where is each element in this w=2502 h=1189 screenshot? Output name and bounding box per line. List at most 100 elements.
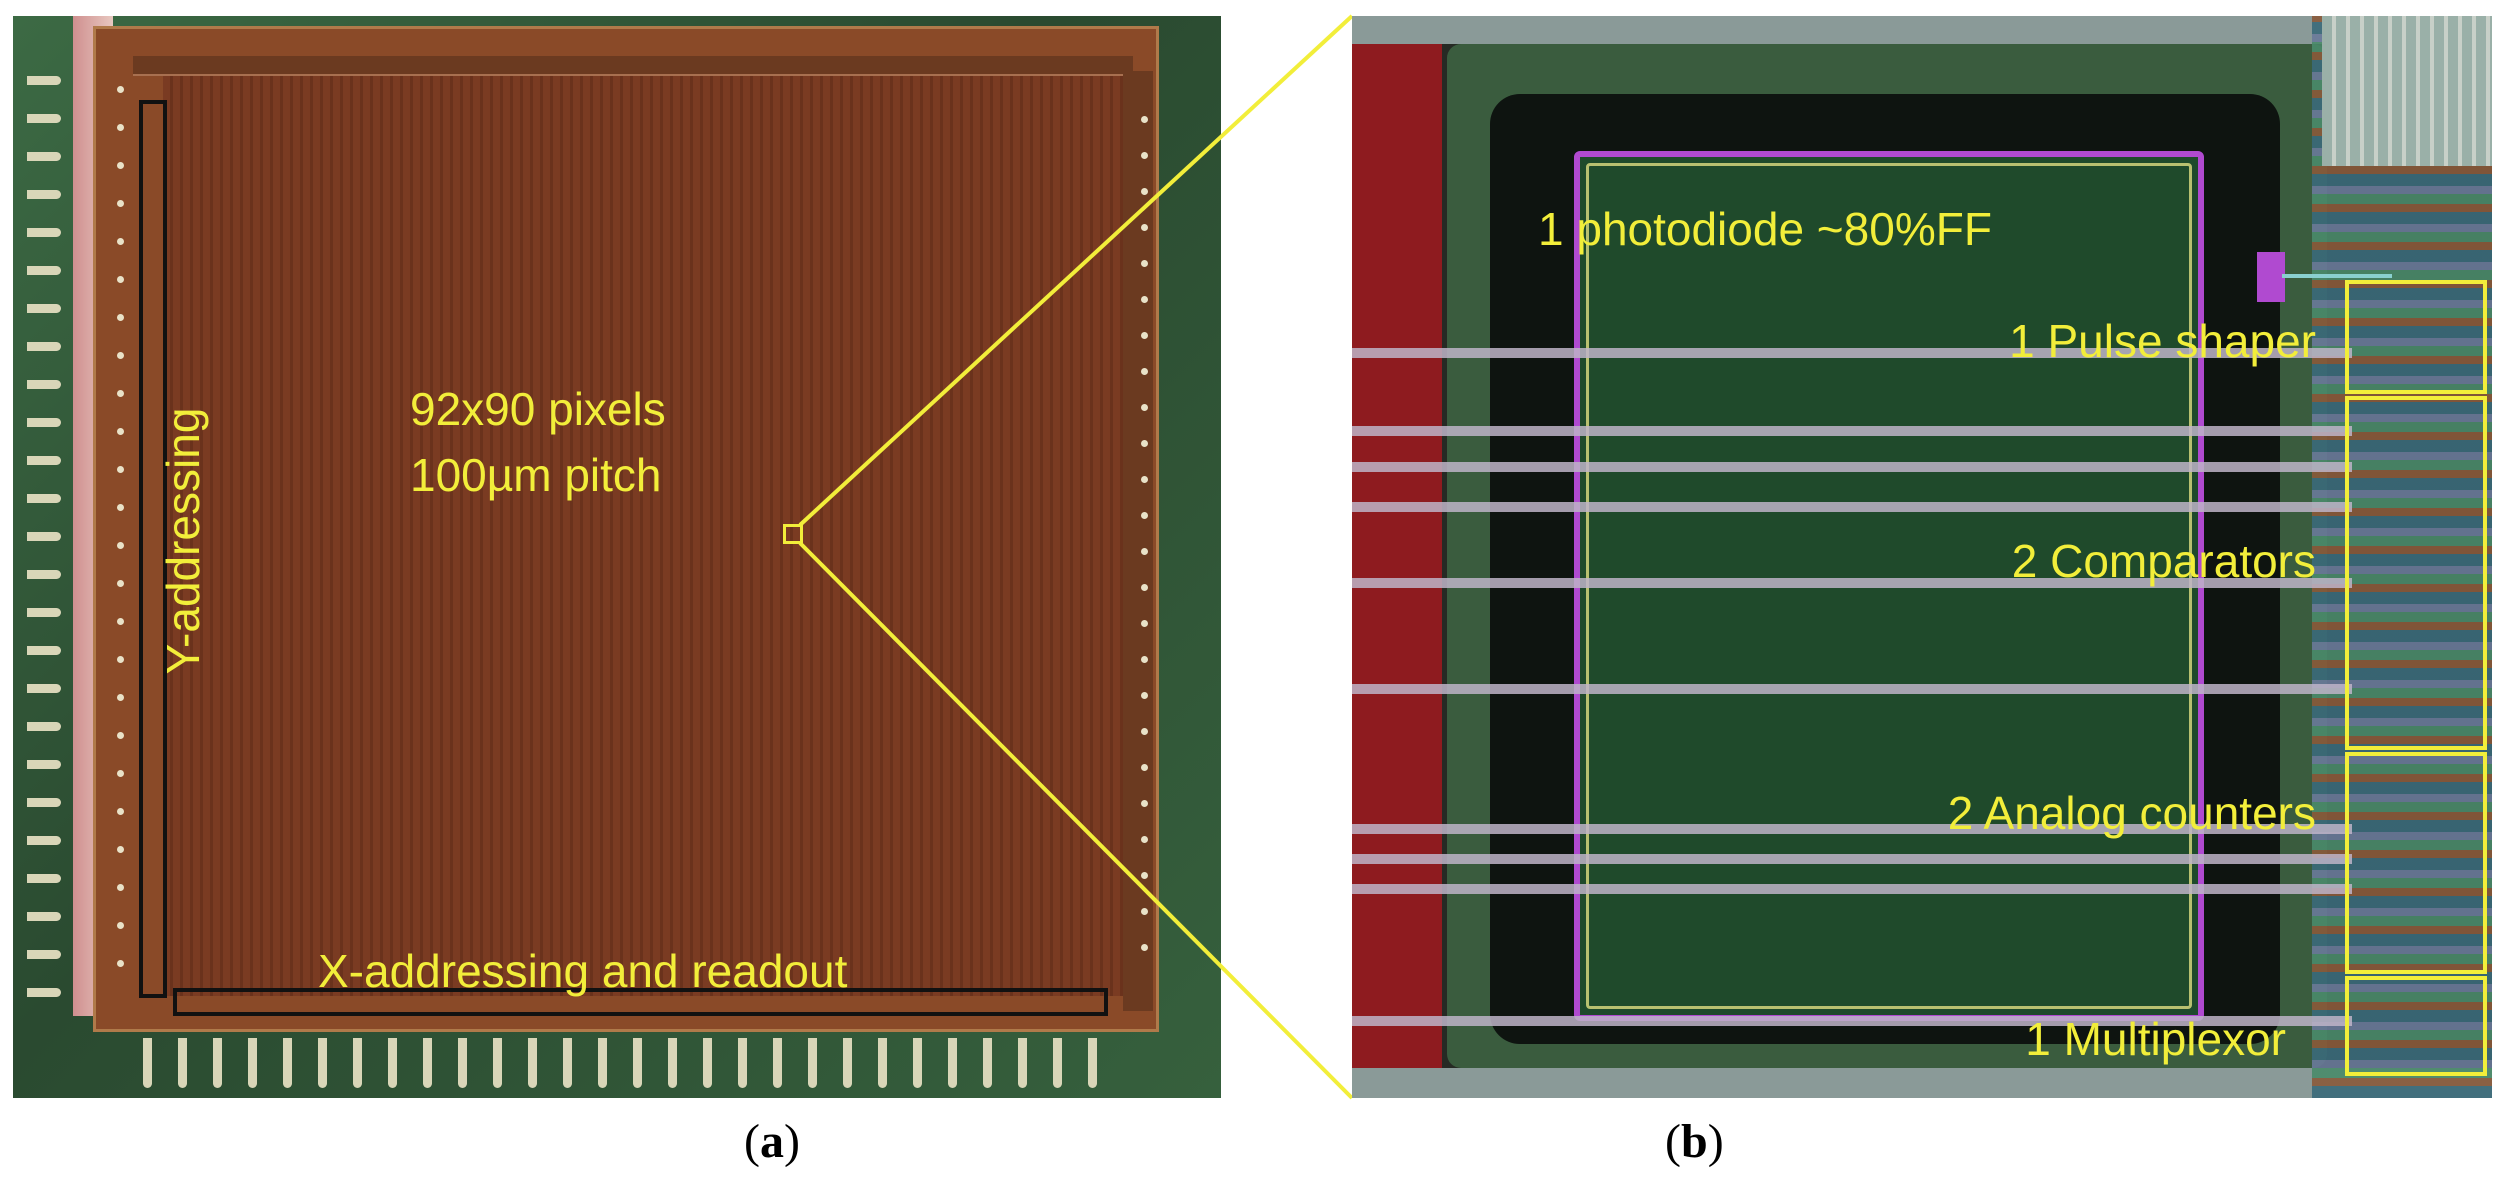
left-pin bbox=[27, 228, 61, 237]
bond-dot bbox=[1141, 584, 1148, 591]
bond-dot bbox=[1141, 548, 1148, 555]
left-pin bbox=[27, 532, 61, 541]
left-pin bbox=[27, 950, 61, 959]
bond-dot bbox=[1141, 188, 1148, 195]
bond-dot bbox=[117, 352, 124, 359]
multiplexor-label: 1 Multiplexor bbox=[2025, 1013, 2286, 1065]
bond-dot bbox=[117, 580, 124, 587]
bond-dot bbox=[1141, 656, 1148, 663]
bond-dot bbox=[117, 276, 124, 283]
left-pin bbox=[27, 798, 61, 807]
bond-dot bbox=[117, 466, 124, 473]
bond-dot bbox=[1141, 728, 1148, 735]
bottom-pin bbox=[948, 1038, 957, 1088]
pitch-label: 100µm pitch bbox=[410, 449, 662, 501]
bond-dot bbox=[117, 238, 124, 245]
bond-dot bbox=[117, 390, 124, 397]
bond-dot bbox=[117, 86, 124, 93]
bond-dot bbox=[1141, 512, 1148, 519]
left-pin bbox=[27, 646, 61, 655]
left-pin bbox=[27, 456, 61, 465]
bond-dot bbox=[117, 846, 124, 853]
bond-dot bbox=[1141, 944, 1148, 951]
top-strip bbox=[1352, 16, 2492, 44]
bottom-pin bbox=[178, 1038, 187, 1088]
bottom-pin bbox=[808, 1038, 817, 1088]
left-pin bbox=[27, 266, 61, 275]
zoom-line-bottom bbox=[798, 541, 1354, 1100]
pixel-layout-panel: 1 photodiode ~80%FF 1 Pulse shaper 2 Com… bbox=[1352, 16, 2492, 1098]
contact-trace bbox=[2282, 274, 2392, 278]
bottom-strip bbox=[1352, 1068, 2492, 1098]
bottom-pin bbox=[318, 1038, 327, 1088]
x-addressing-label: X-addressing and readout bbox=[318, 945, 848, 997]
counters-box bbox=[2345, 752, 2487, 974]
bond-dot bbox=[117, 656, 124, 663]
bond-dot bbox=[1141, 764, 1148, 771]
pixel-array bbox=[163, 76, 1123, 996]
bond-dot bbox=[1141, 260, 1148, 267]
caption-a: (a) bbox=[744, 1115, 800, 1168]
bond-dot bbox=[1141, 224, 1148, 231]
bond-dot bbox=[1141, 692, 1148, 699]
bond-dot bbox=[1141, 440, 1148, 447]
bottom-pin bbox=[423, 1038, 432, 1088]
bond-dot bbox=[117, 922, 124, 929]
bond-dot bbox=[117, 770, 124, 777]
bus-line-9 bbox=[1352, 884, 2352, 894]
left-pin bbox=[27, 570, 61, 579]
left-pin bbox=[27, 608, 61, 617]
bond-dot bbox=[1141, 836, 1148, 843]
bottom-pin bbox=[353, 1038, 362, 1088]
red-column bbox=[1352, 44, 1442, 1068]
comparators-label: 2 Comparators bbox=[2011, 535, 2316, 587]
bond-dot bbox=[1141, 908, 1148, 915]
right-edge-strip bbox=[1123, 71, 1153, 1011]
bottom-pin bbox=[563, 1038, 572, 1088]
left-pin bbox=[27, 988, 61, 997]
bond-dot bbox=[1141, 116, 1148, 123]
bond-dot bbox=[117, 504, 124, 511]
bus-line-2 bbox=[1352, 426, 2352, 436]
bottom-pin bbox=[983, 1038, 992, 1088]
y-addressing-box bbox=[139, 100, 167, 998]
bond-dot bbox=[1141, 332, 1148, 339]
caption-b: (b) bbox=[1665, 1115, 1724, 1168]
bond-dot bbox=[1141, 404, 1148, 411]
bond-dot bbox=[117, 808, 124, 815]
contact-marker bbox=[2257, 252, 2285, 302]
bus-line-6 bbox=[1352, 684, 2352, 694]
bottom-pin bbox=[283, 1038, 292, 1088]
bond-dot bbox=[117, 884, 124, 891]
bond-dot bbox=[1141, 800, 1148, 807]
zoom-line-top bbox=[798, 14, 1354, 527]
bus-line-10 bbox=[1352, 1016, 2352, 1026]
bottom-pin bbox=[493, 1038, 502, 1088]
left-pin bbox=[27, 684, 61, 693]
bottom-pin bbox=[598, 1038, 607, 1088]
bottom-pin bbox=[633, 1038, 642, 1088]
left-pin bbox=[27, 190, 61, 199]
left-pin bbox=[27, 304, 61, 313]
top-edge-strip bbox=[133, 56, 1133, 76]
bottom-pin bbox=[528, 1038, 537, 1088]
photodiode-label: 1 photodiode ~80%FF bbox=[1538, 203, 1992, 255]
bond-dot bbox=[117, 314, 124, 321]
bus-line-8 bbox=[1352, 854, 2352, 864]
circuitry-column bbox=[2312, 16, 2492, 1098]
left-pin bbox=[27, 874, 61, 883]
bottom-pin bbox=[1088, 1038, 1097, 1088]
left-pin bbox=[27, 494, 61, 503]
left-pin bbox=[27, 722, 61, 731]
bond-dot bbox=[117, 694, 124, 701]
left-pin bbox=[27, 418, 61, 427]
bus-line-3 bbox=[1352, 462, 2352, 472]
comparators-box bbox=[2345, 396, 2487, 750]
bond-dot bbox=[1141, 296, 1148, 303]
bottom-pin bbox=[1018, 1038, 1027, 1088]
bottom-pin bbox=[878, 1038, 887, 1088]
bottom-pin bbox=[703, 1038, 712, 1088]
bond-dot bbox=[1141, 152, 1148, 159]
bottom-pin bbox=[913, 1038, 922, 1088]
